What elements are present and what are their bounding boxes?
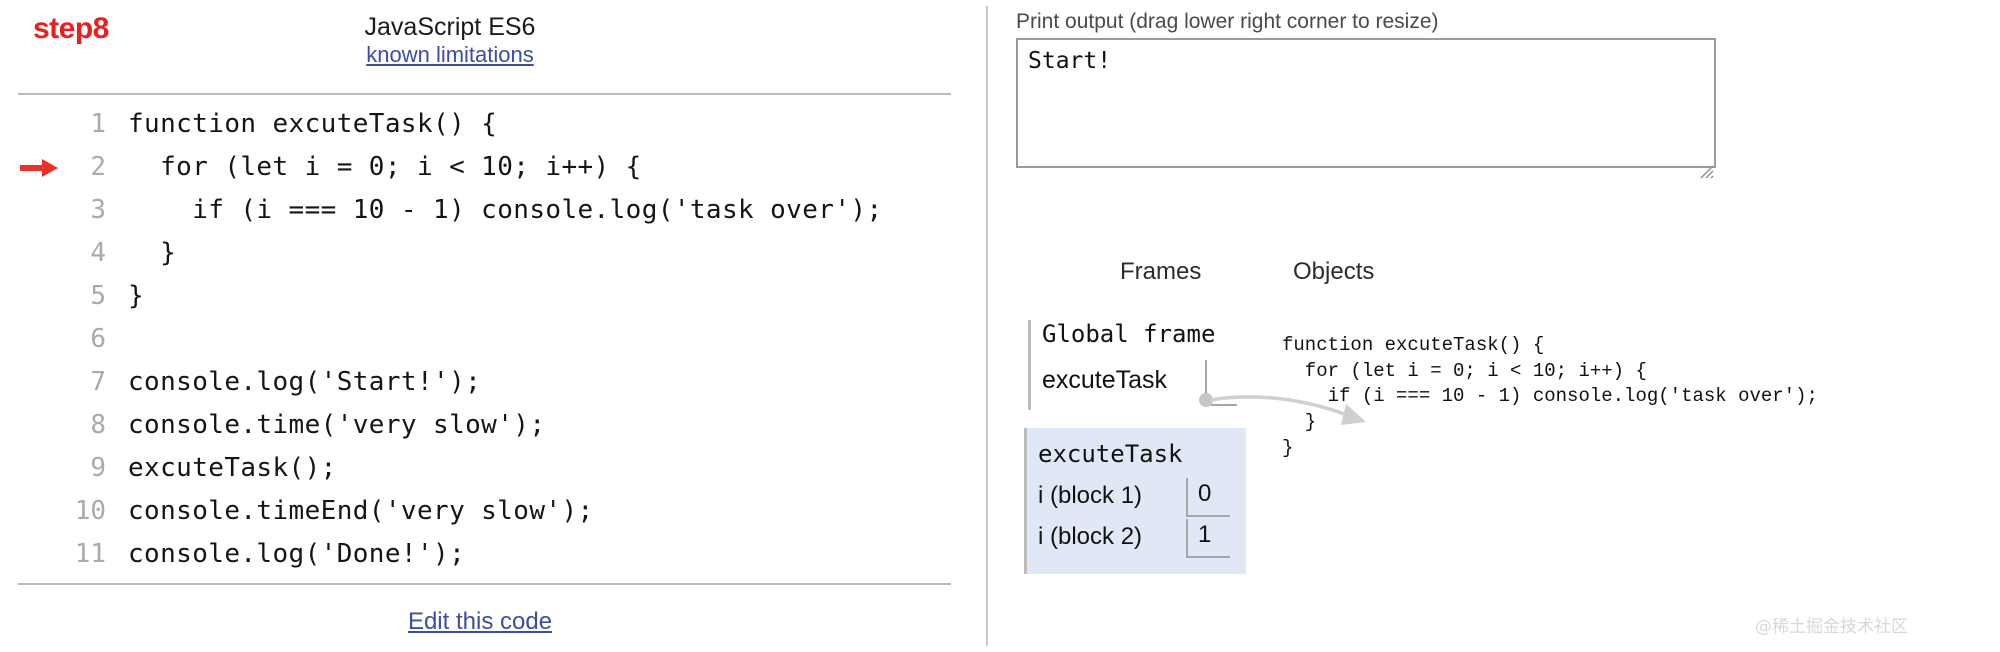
line-number: 9 bbox=[90, 453, 106, 483]
line-code: console.log('Start!'); bbox=[128, 367, 482, 397]
resize-handle-icon[interactable] bbox=[1700, 165, 1714, 179]
code-line[interactable]: 6 bbox=[18, 318, 958, 361]
line-number: 6 bbox=[90, 324, 106, 354]
line-code: excuteTask(); bbox=[128, 453, 337, 483]
pane-divider bbox=[986, 6, 988, 646]
visualization-pane: Print output (drag lower right corner to… bbox=[1010, 0, 2000, 652]
step-label: step8 bbox=[33, 12, 109, 45]
print-output-box[interactable]: Start! bbox=[1016, 38, 1716, 168]
line-number: 11 bbox=[74, 539, 106, 569]
line-code: for (let i = 0; i < 10; i++) { bbox=[128, 152, 642, 182]
line-code: console.timeEnd('very slow'); bbox=[128, 496, 594, 526]
line-number: 5 bbox=[90, 281, 106, 311]
language-title: JavaScript ES6 bbox=[364, 13, 536, 41]
line-code: console.log('Done!'); bbox=[128, 539, 466, 569]
frame-variable-value: 1 bbox=[1198, 521, 1212, 548]
code-lines[interactable]: 1 function excuteTask() { 2 for (let i = 0… bbox=[18, 103, 958, 576]
code-editor-pane: step8 JavaScript ES6 known limitations 1… bbox=[0, 0, 980, 652]
global-frame-edge bbox=[1028, 320, 1031, 410]
code-bottom-divider bbox=[18, 583, 951, 585]
code-top-divider bbox=[18, 93, 951, 95]
line-number: 10 bbox=[74, 496, 106, 526]
frame-variable-value-box: 0 bbox=[1186, 478, 1230, 517]
line-number: 1 bbox=[90, 109, 106, 139]
line-number: 8 bbox=[90, 410, 106, 440]
global-variable-pointer-slot bbox=[1205, 360, 1237, 406]
print-output-text: Start! bbox=[1028, 48, 1112, 74]
line-code: console.time('very slow'); bbox=[128, 410, 546, 440]
current-line-arrow-icon bbox=[20, 159, 58, 177]
known-limitations-link[interactable]: known limitations bbox=[366, 42, 534, 67]
watermark: @稀土掘金技术社区 bbox=[1755, 617, 1908, 637]
objects-column-header: Objects bbox=[1293, 258, 1375, 285]
code-line[interactable]: 9 excuteTask(); bbox=[18, 447, 958, 490]
exec-frame-title: excuteTask bbox=[1038, 440, 1183, 468]
frame-variable-value-box: 1 bbox=[1186, 519, 1230, 558]
code-line[interactable]: 11 console.log('Done!'); bbox=[18, 533, 958, 576]
code-line[interactable]: 1 function excuteTask() { bbox=[18, 103, 958, 146]
line-code: if (i === 10 - 1) console.log('task over… bbox=[128, 195, 883, 225]
exec-frame-edge bbox=[1024, 428, 1027, 574]
code-line[interactable]: 3 if (i === 10 - 1) console.log('task ov… bbox=[18, 189, 958, 232]
global-variable-name: excuteTask bbox=[1042, 366, 1168, 394]
exec-frame-variables: i (block 1) 0 i (block 2) 1 bbox=[1024, 478, 1246, 560]
object-function-source: function excuteTask() { for (let i = 0; … bbox=[1282, 334, 1818, 459]
print-output-label: Print output (drag lower right corner to… bbox=[1016, 10, 1439, 33]
line-number: 7 bbox=[90, 367, 106, 397]
code-line[interactable]: 2 for (let i = 0; i < 10; i++) { bbox=[18, 146, 958, 189]
line-code: } bbox=[128, 238, 177, 268]
line-code: } bbox=[128, 281, 145, 311]
language-header: JavaScript ES6 known limitations bbox=[270, 14, 630, 68]
code-line[interactable]: 7 console.log('Start!'); bbox=[18, 361, 958, 404]
exec-frame: excuteTask i (block 1) 0 i (block 2) 1 bbox=[1024, 428, 1246, 574]
line-number: 4 bbox=[90, 238, 106, 268]
line-number: 2 bbox=[90, 152, 106, 182]
code-line[interactable]: 5} bbox=[18, 275, 958, 318]
frames-column-header: Frames bbox=[1120, 258, 1202, 285]
frame-variable-name: i (block 1) bbox=[1038, 482, 1143, 509]
code-line[interactable]: 10 console.timeEnd('very slow'); bbox=[18, 490, 958, 533]
frame-variable-row: i (block 1) 0 bbox=[1038, 478, 1246, 519]
line-code: function excuteTask() { bbox=[128, 109, 498, 139]
global-frame-title: Global frame bbox=[1042, 320, 1216, 348]
frame-variable-name: i (block 2) bbox=[1038, 523, 1143, 550]
frame-variable-value: 0 bbox=[1198, 480, 1212, 507]
line-number: 3 bbox=[90, 195, 106, 225]
code-line[interactable]: 4 } bbox=[18, 232, 958, 275]
code-line[interactable]: 8 console.time('very slow'); bbox=[18, 404, 958, 447]
edit-this-code-link[interactable]: Edit this code bbox=[407, 608, 553, 635]
frame-variable-row: i (block 2) 1 bbox=[1038, 519, 1246, 560]
